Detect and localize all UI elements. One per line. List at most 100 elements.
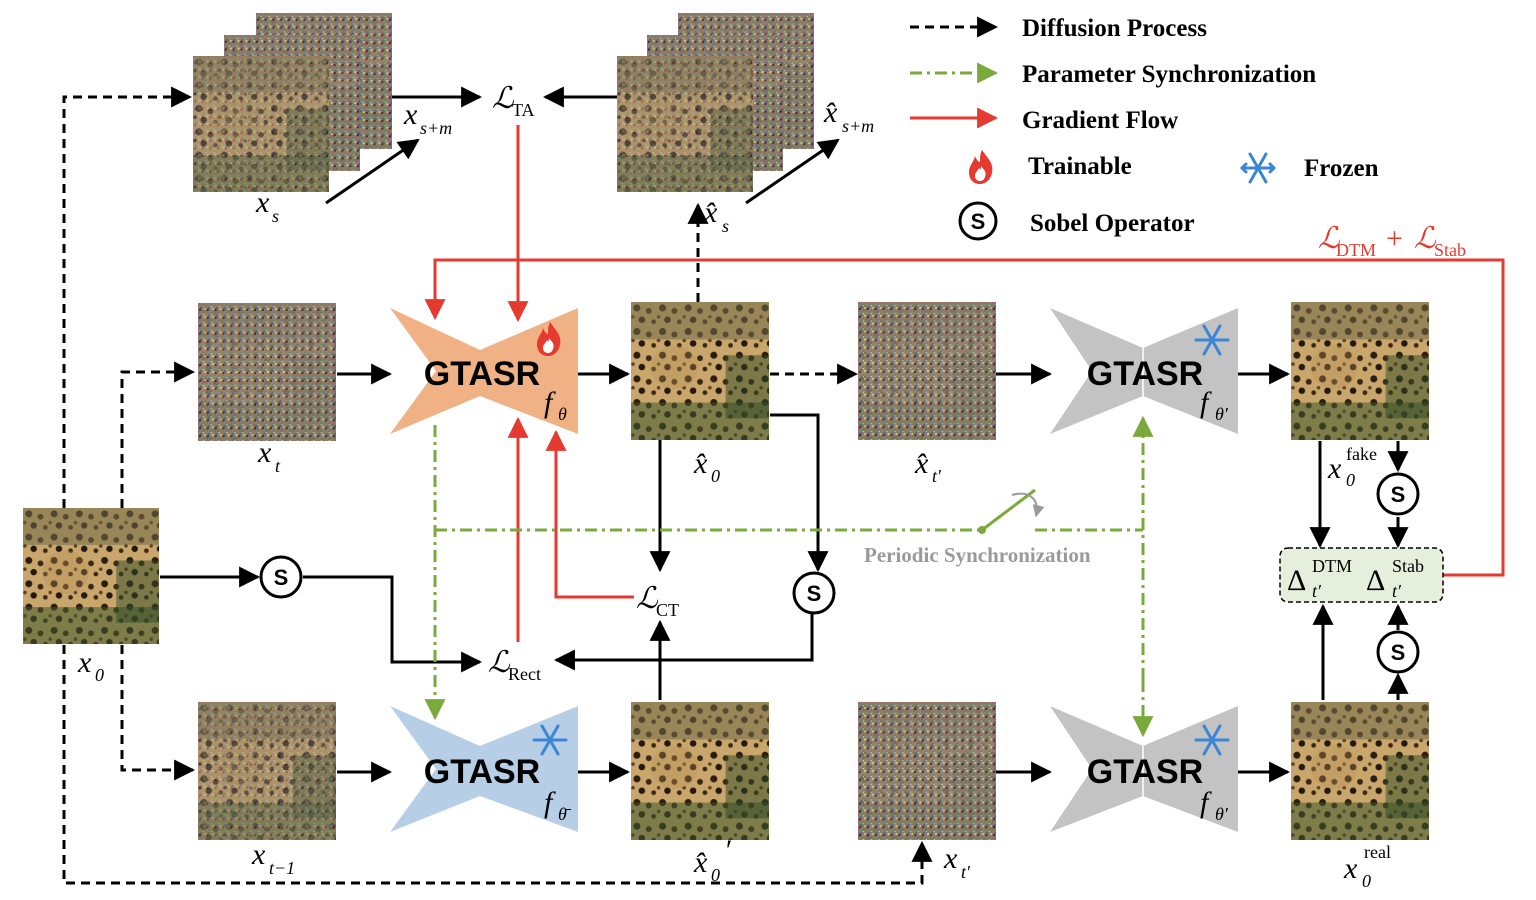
svg-text:Stab: Stab xyxy=(1434,240,1466,260)
svg-text:0: 0 xyxy=(95,665,104,685)
svg-text:0: 0 xyxy=(1362,871,1371,891)
svg-text:x: x xyxy=(1343,852,1358,885)
image-xhat-t-prime xyxy=(858,302,996,440)
svg-text:Δ: Δ xyxy=(1287,564,1306,597)
label-xhat-0-prime: x̂ 0 ′ xyxy=(693,834,731,885)
legend-gradient-label: Gradient Flow xyxy=(1022,107,1178,134)
svg-text:+: + xyxy=(1386,222,1403,255)
model-frozen-bottom: GTASR f θ′ xyxy=(1050,706,1238,832)
image-x0 xyxy=(23,508,159,644)
snowflake-icon xyxy=(1194,724,1230,756)
label-x0-fake: x 0 fake xyxy=(1327,444,1377,490)
legend: Diffusion Process Parameter Synchronizat… xyxy=(910,15,1379,241)
image-xhat-s-stack xyxy=(617,13,814,192)
legend-trainable-label: Trainable xyxy=(1028,153,1132,180)
svg-text:θ′: θ′ xyxy=(1215,404,1229,424)
svg-text:0: 0 xyxy=(711,466,720,486)
loss-dtm-stab: ℒ DTM + ℒ Stab xyxy=(1318,222,1466,260)
svg-text:ℒ: ℒ xyxy=(488,646,511,679)
svg-text:ℒ: ℒ xyxy=(636,582,659,615)
periodic-sync-label: Periodic Synchronization xyxy=(864,543,1091,567)
svg-text:DTM: DTM xyxy=(1312,556,1352,576)
svg-text:S: S xyxy=(274,565,289,590)
svg-text:x: x xyxy=(1327,452,1342,485)
image-x0-fake xyxy=(1291,302,1429,440)
svg-text:S: S xyxy=(1391,640,1406,665)
label-xhat-s-m: x̂ s+m xyxy=(823,96,874,136)
svg-text:t′: t′ xyxy=(932,466,942,486)
label-xhat-0: x̂ 0 xyxy=(693,447,720,486)
svg-text:GTASR: GTASR xyxy=(1087,753,1203,791)
model-frozen-top: GTASR f θ′ xyxy=(1050,308,1238,434)
svg-text:t′: t′ xyxy=(961,862,971,882)
svg-text:θ: θ xyxy=(558,404,567,424)
svg-text:x̂: x̂ xyxy=(693,447,708,480)
sobel-icon: S xyxy=(958,201,998,241)
svg-text:x: x xyxy=(943,842,958,875)
label-xs-m: x s+m xyxy=(403,98,452,138)
forward-connectors xyxy=(160,86,1409,783)
svg-text:θ′: θ′ xyxy=(1215,804,1229,824)
svg-text:s: s xyxy=(272,206,279,226)
loss-ta: ℒ TA xyxy=(492,82,535,120)
svg-text:ℒ: ℒ xyxy=(492,82,515,115)
svg-text:x: x xyxy=(403,98,418,131)
svg-text:Rect: Rect xyxy=(508,664,541,684)
label-xt-minus-1: x t−1 xyxy=(251,838,295,878)
svg-text:t: t xyxy=(275,456,281,476)
image-xt xyxy=(198,303,336,441)
gradient-connectors xyxy=(424,125,1505,642)
label-x0: x 0 xyxy=(77,646,104,685)
svg-text:real: real xyxy=(1364,842,1391,862)
fire-icon xyxy=(969,150,993,184)
svg-text:x: x xyxy=(255,186,270,219)
image-xs-stack xyxy=(193,13,392,192)
image-x0-real xyxy=(1291,702,1429,840)
label-xs: x s xyxy=(255,186,279,226)
label-xhat-s: x̂ s xyxy=(703,196,729,236)
svg-text:′: ′ xyxy=(724,834,731,867)
param-sync-connectors xyxy=(424,415,1154,738)
diffusion-connectors xyxy=(62,86,933,885)
svg-text:CT: CT xyxy=(656,600,679,620)
label-xhat-t-prime: x̂ t′ xyxy=(914,447,942,486)
svg-text:x: x xyxy=(251,838,266,871)
image-xhat-0-prime xyxy=(631,702,769,840)
svg-text:S: S xyxy=(807,581,822,606)
legend-diffusion-label: Diffusion Process xyxy=(1022,15,1207,42)
svg-text:s+m: s+m xyxy=(842,116,874,136)
sobel-node-x0: S xyxy=(259,555,303,599)
label-x0-real: x 0 real xyxy=(1343,842,1391,891)
model-frozen-ema: GTASR f θ̄ xyxy=(390,706,578,832)
label-xt: x t xyxy=(257,436,281,476)
svg-text:S: S xyxy=(971,209,986,234)
svg-text:0: 0 xyxy=(1346,470,1355,490)
legend-sobel-label: Sobel Operator xyxy=(1030,210,1195,237)
legend-frozen-label: Frozen xyxy=(1304,155,1379,182)
sobel-node-real: S xyxy=(1376,630,1420,674)
svg-text:x̂: x̂ xyxy=(693,846,708,879)
delta-box: Δ DTM t′ Δ Stab t′ xyxy=(1279,547,1444,603)
image-xt-prime xyxy=(858,702,996,840)
sobel-node-xhat0: S xyxy=(792,571,836,615)
svg-text:DTM: DTM xyxy=(1336,240,1376,260)
fire-icon xyxy=(537,322,561,356)
legend-param-sync-label: Parameter Synchronization xyxy=(1022,61,1316,88)
svg-text:0: 0 xyxy=(711,865,720,885)
loss-rect: ℒ Rect xyxy=(488,646,541,684)
svg-text:t−1: t−1 xyxy=(269,858,295,878)
svg-text:ℒ: ℒ xyxy=(1414,222,1437,255)
image-xt-minus-1 xyxy=(198,702,336,840)
svg-text:fake: fake xyxy=(1346,444,1377,464)
svg-text:x̂: x̂ xyxy=(823,96,838,129)
svg-text:t′: t′ xyxy=(1392,581,1402,601)
svg-text:GTASR: GTASR xyxy=(424,355,540,393)
svg-text:t′: t′ xyxy=(1312,581,1322,601)
svg-text:ℒ: ℒ xyxy=(1318,222,1341,255)
svg-text:x: x xyxy=(257,436,272,469)
snowflake-icon xyxy=(1240,152,1276,184)
svg-text:x̂: x̂ xyxy=(703,196,718,229)
label-xt-prime: x t′ xyxy=(943,842,971,882)
svg-text:GTASR: GTASR xyxy=(1087,355,1203,393)
